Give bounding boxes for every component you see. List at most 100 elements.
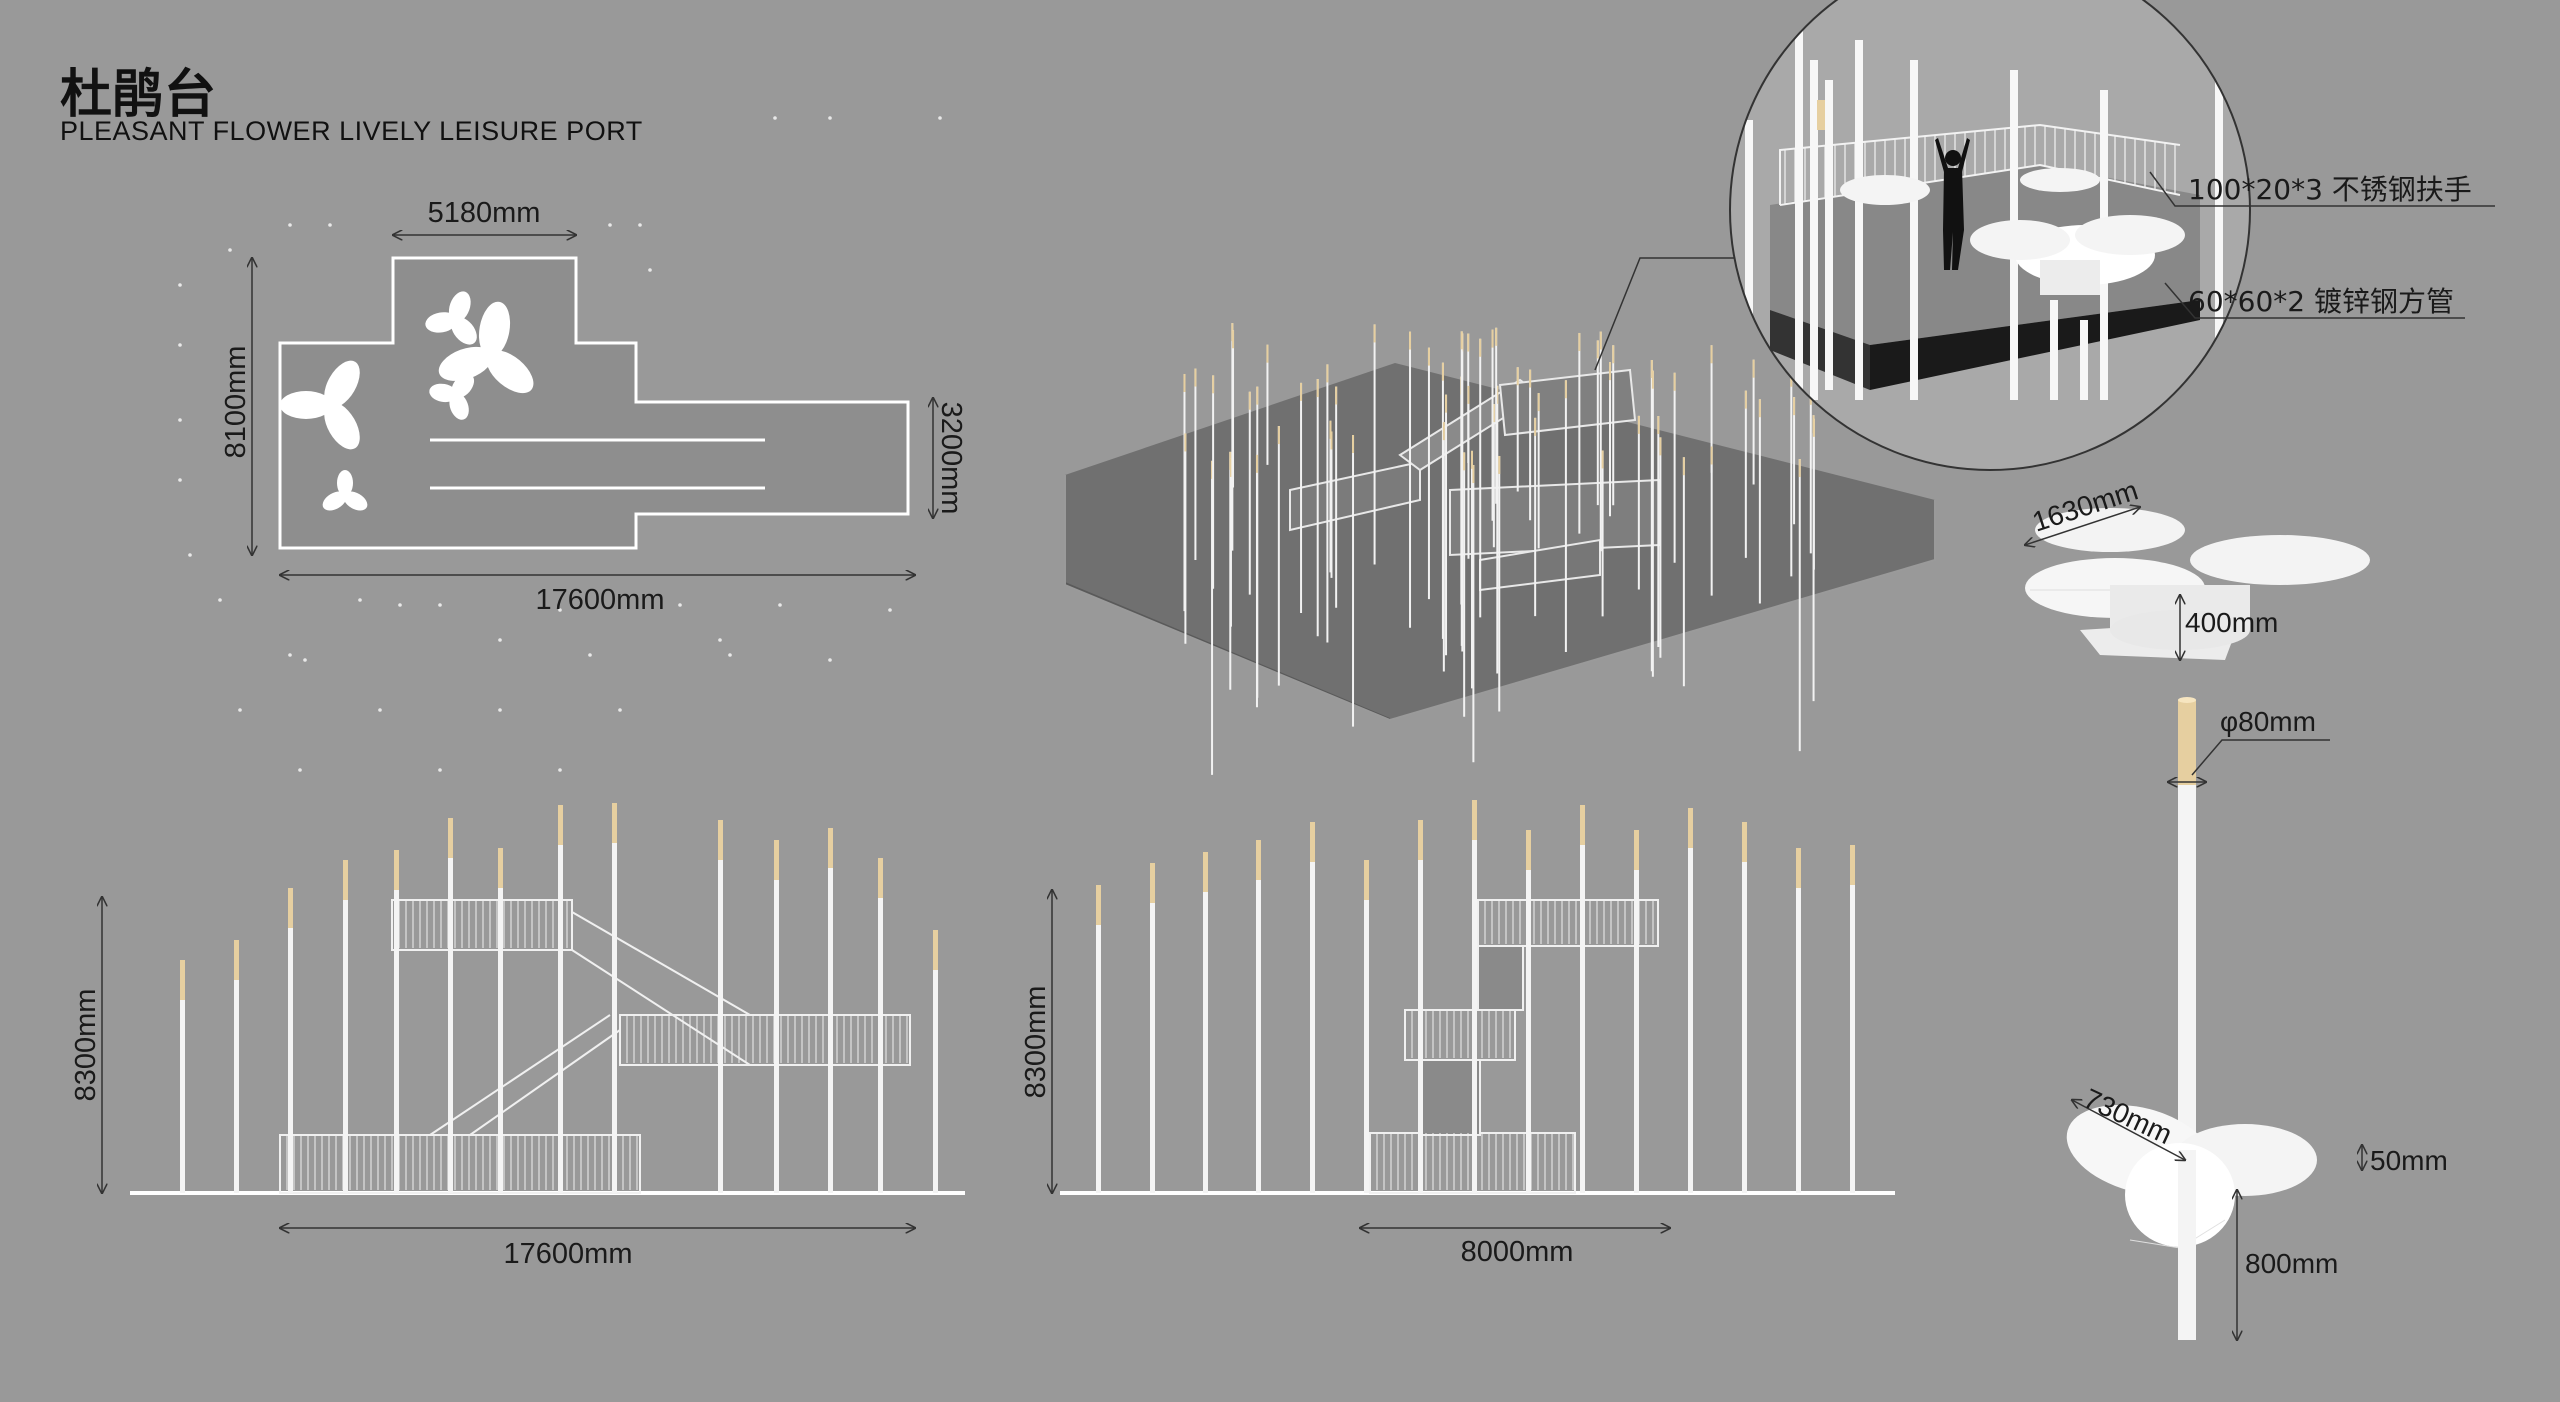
elevation-pole-tip [343, 860, 348, 900]
elevation-pole-tip [498, 848, 503, 888]
elevation-pole-tip [1796, 848, 1801, 888]
elevation-pole [1203, 852, 1208, 1193]
plan-dot [648, 268, 652, 272]
elevation-pole [1850, 845, 1855, 1193]
elevation-pole-tip [448, 818, 453, 858]
front-elevation: 8300mm 17600mm [70, 803, 965, 1270]
person-silhouette [1935, 138, 1970, 270]
plan-flower-table [280, 360, 360, 450]
elevation-pole [1364, 860, 1369, 1193]
seat-height-label: 800mm [2245, 1248, 2338, 1279]
elevation-pole [1742, 822, 1747, 1193]
plan-dot [298, 768, 302, 772]
plan-dot [618, 708, 622, 712]
table-detail: 1630mm 400mm [2025, 474, 2370, 660]
plan-dot [778, 603, 782, 607]
plan-dot [288, 653, 292, 657]
elevation-pole-tip [933, 930, 938, 970]
plan-dot [638, 223, 642, 227]
elevation-pole-tip [1580, 805, 1585, 845]
callout-tube: 60*60*2 镀锌钢方管 [2188, 285, 2454, 318]
elevation-pole [1256, 840, 1261, 1193]
plan-flower-table [429, 373, 475, 420]
elevation-pole-tip [180, 960, 185, 1000]
plan-dot [728, 653, 732, 657]
detail-pole [2080, 320, 2088, 400]
title-en: PLEASANT FLOWER LIVELY LEISURE PORT [60, 116, 643, 146]
detail-pole [1910, 60, 1918, 400]
elevation-pole [394, 850, 399, 1193]
elevation-pole-tip [1096, 885, 1101, 925]
elevation-pole-tip [612, 803, 617, 843]
detail-pole [1745, 120, 1753, 400]
pole-diameter-label: φ80mm [2220, 706, 2316, 737]
elevation-pole-tip [1472, 800, 1477, 840]
elevation-pole [1472, 800, 1477, 1193]
elevation-pole-tip [1526, 830, 1531, 870]
plan-dot [718, 638, 722, 642]
callout-handrail: 100*20*3 不锈钢扶手 [2188, 173, 2472, 206]
plan-view: 5180mm 8100mm 3200mm 17600mm [178, 116, 967, 772]
plan-dot [328, 223, 332, 227]
plan-dot [888, 608, 892, 612]
front-width-label: 17600mm [504, 1238, 633, 1270]
plan-dot [228, 248, 232, 252]
elevation-pole-tip [558, 805, 563, 845]
elevation-pole [558, 805, 563, 1193]
plan-flower-table [425, 291, 477, 345]
elevation-pole [1796, 848, 1801, 1193]
elevation-pole-tip [1742, 822, 1747, 862]
elevation-pole-tip [1418, 820, 1423, 860]
detail-pole [2215, 60, 2223, 400]
elevation-pole [1418, 820, 1423, 1193]
plan-dot [498, 638, 502, 642]
elevation-pole [448, 818, 453, 1193]
elevation-pole [1634, 830, 1639, 1193]
plan-flower-table [322, 470, 368, 511]
axo-poles [1183, 323, 1815, 775]
table-height-label: 400mm [2185, 607, 2278, 638]
front-height-label: 8300mm [70, 989, 102, 1102]
dim-label-right: 3200mm [935, 402, 967, 515]
detail-pole-tip [1817, 100, 1825, 130]
elevation-pole [180, 960, 185, 1193]
elevation-pole [1526, 830, 1531, 1193]
plan-dot [558, 608, 562, 612]
dim-label-top: 5180mm [428, 197, 541, 229]
plan-dot [238, 708, 242, 712]
dim-label-bottom: 17600mm [536, 584, 665, 616]
elevation-pole [1580, 805, 1585, 1193]
plan-dot [288, 223, 292, 227]
plan-dot [438, 603, 442, 607]
elevation-pole [933, 930, 938, 1193]
detail-pole [1855, 40, 1863, 400]
elevation-pole [1096, 885, 1101, 1193]
side-elevation: 8300mm 8000mm [1020, 800, 1895, 1268]
plan-dot [608, 223, 612, 227]
plan-dot [678, 603, 682, 607]
elevation-pole-tip [1310, 822, 1315, 862]
plan-dot [398, 603, 402, 607]
plan-dot [178, 283, 182, 287]
pole-seat-detail: φ80mm 730mm 50mm 800mm [2066, 697, 2448, 1340]
elevation-pole-tip [718, 820, 723, 860]
elevation-pole [612, 803, 617, 1193]
elevation-pole-tip [1364, 860, 1369, 900]
seat-thickness-label: 50mm [2370, 1145, 2448, 1176]
side-height-label: 8300mm [1020, 986, 1052, 1099]
plan-floor [278, 256, 910, 550]
elevation-pole-tip [1634, 830, 1639, 870]
plan-dot [438, 768, 442, 772]
elevation-pole [1310, 822, 1315, 1193]
plan-dot [828, 116, 832, 120]
plan-dot [558, 768, 562, 772]
plan-dot [498, 708, 502, 712]
plan-dot [218, 598, 222, 602]
elevation-pole-tip [828, 828, 833, 868]
elevation-pole-tip [774, 840, 779, 880]
detail-pole [1795, 30, 1803, 400]
elevation-pole-tip [878, 858, 883, 898]
plan-dot [378, 708, 382, 712]
plan-dot [178, 418, 182, 422]
plan-dot [303, 658, 307, 662]
